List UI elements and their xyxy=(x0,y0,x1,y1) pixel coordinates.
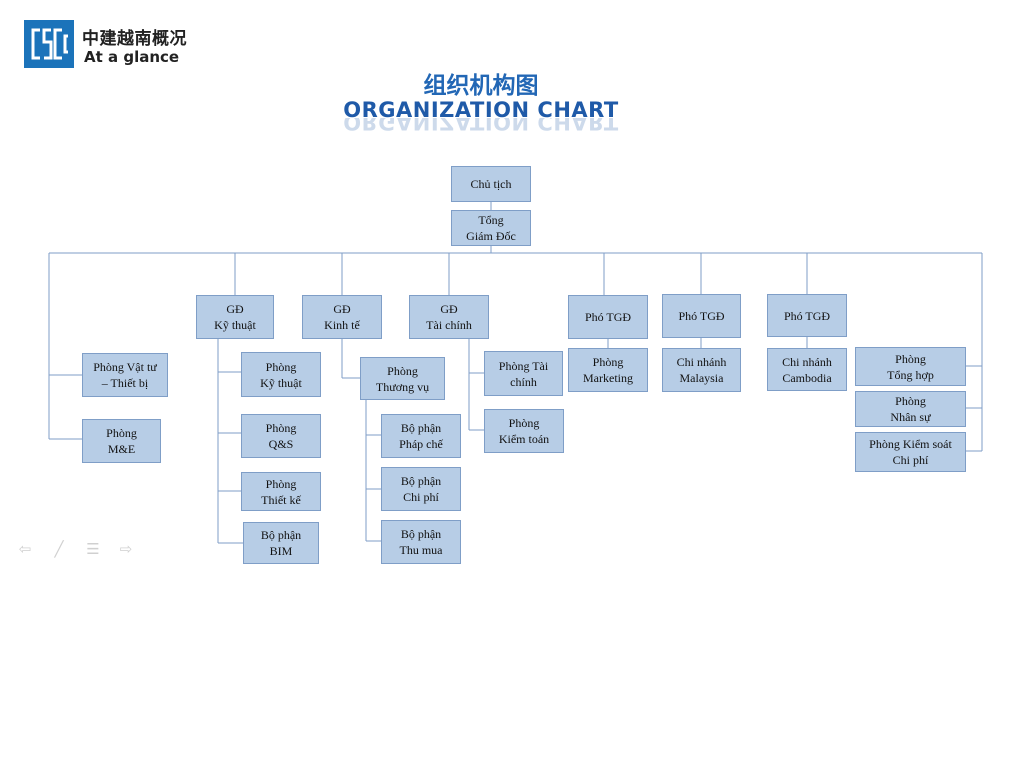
brand-name-cn: 中建越南概况 xyxy=(82,29,187,49)
box-chairman: Chủ tịch xyxy=(451,166,531,202)
box-bo-phan-bim: Bộ phận BIM xyxy=(243,522,319,564)
box-phong-marketing: Phòng Marketing xyxy=(568,348,648,392)
box-phong-nhan-su: Phòng Nhân sự xyxy=(855,391,966,427)
arrow-left-icon[interactable]: ⇦ xyxy=(18,540,32,558)
box-bo-phan-thu-mua: Bộ phận Thu mua xyxy=(381,520,461,564)
box-pho-tgd-2: Phó TGĐ xyxy=(662,294,741,338)
box-bo-phan-phap-che: Bộ phận Pháp chế xyxy=(381,414,461,458)
box-chi-nhanh-malaysia: Chi nhánh Malaysia xyxy=(662,348,741,392)
box-phong-qs: Phòng Q&S xyxy=(241,414,321,458)
company-logo xyxy=(24,20,74,68)
box-chi-nhanh-cambodia: Chi nhánh Cambodia xyxy=(767,348,847,391)
box-pho-tgd-3: Phó TGĐ xyxy=(767,294,847,337)
box-phong-thiet-ke: Phòng Thiết kế xyxy=(241,472,321,511)
box-pho-tgd-1: Phó TGĐ xyxy=(568,295,648,339)
box-phong-kiem-toan: Phòng Kiểm toán xyxy=(484,409,564,453)
box-phong-ky-thuat: Phòng Kỹ thuật xyxy=(241,352,321,397)
pen-icon[interactable]: ╱ xyxy=(54,540,64,558)
brand-tagline: At a glance xyxy=(84,48,180,66)
box-phong-kiem-soat-chi-phi: Phòng Kiểm soát Chi phí xyxy=(855,432,966,472)
box-phong-tai-chinh: Phòng Tài chính xyxy=(484,351,563,396)
box-gd-ky-thuat: GĐ Kỹ thuật xyxy=(196,295,274,339)
page-title-cn: 组织机构图 xyxy=(423,73,539,99)
box-phong-vat-tu: Phòng Vật tư – Thiết bị xyxy=(82,353,168,397)
arrow-right-icon[interactable]: ⇨ xyxy=(119,540,133,558)
box-phong-tong-hop: Phòng Tổng hợp xyxy=(855,347,966,386)
menu-icon[interactable]: ☰ xyxy=(86,540,100,558)
box-gd-tai-chinh: GĐ Tài chính xyxy=(409,295,489,339)
box-phong-thuong-vu: Phòng Thương vụ xyxy=(360,357,445,400)
logo-mark-icon xyxy=(24,20,74,68)
box-phong-me: Phòng M&E xyxy=(82,419,161,463)
box-gd-kinh-te: GĐ Kinh tế xyxy=(302,295,382,339)
box-ceo: Tổng Giám Đốc xyxy=(451,210,531,246)
box-bo-phan-chi-phi: Bộ phận Chi phí xyxy=(381,467,461,511)
page-title-en: ORGANIZATION CHART xyxy=(343,98,619,122)
